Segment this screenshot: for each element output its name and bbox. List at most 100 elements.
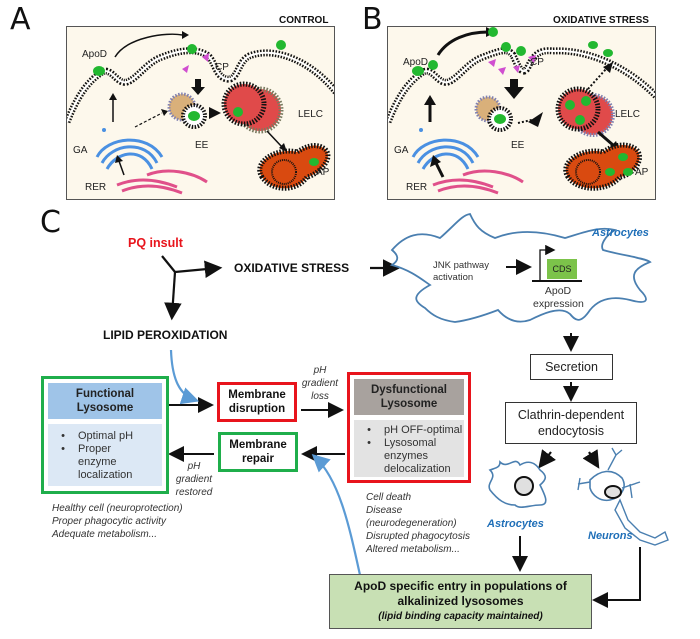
panel-a-cell-diagram: ApoD CP GA EE LELC AP RER — [66, 26, 335, 200]
repair-line1: Membrane — [229, 439, 287, 451]
outcome-item: Disease — [366, 505, 403, 516]
arrow-to-lipid-peroxidation — [164, 271, 182, 321]
outcome-item: Proper phagocytic activity — [52, 516, 166, 527]
label-ee: EE — [195, 140, 209, 151]
outcome-item: Cell death — [366, 492, 412, 503]
apod-expression-label: ApoD expression — [533, 285, 584, 311]
curved-arrow — [436, 30, 489, 56]
golgi-apparatus — [95, 138, 164, 158]
clathrin-icon — [202, 53, 209, 62]
cds-box: CDS — [547, 259, 577, 279]
rough-er — [432, 178, 494, 189]
ph-restored-line: restored — [175, 487, 213, 498]
ph-gradient-restored-label: pH gradient restored — [172, 460, 216, 499]
label-ee: EE — [511, 140, 525, 151]
apod-line2: expression — [533, 298, 584, 310]
arrow-neurons-to-entry — [592, 547, 641, 608]
clathrin-icon — [488, 59, 496, 67]
dysfunctional-lysosome-box: Dysfunctional Lysosome •pH OFF-optimal •… — [347, 372, 471, 483]
panel-b-illustration — [388, 27, 655, 195]
bullet-item: enzyme — [78, 456, 117, 468]
label-ga: GA — [394, 145, 409, 156]
repair-line2: repair — [242, 453, 274, 465]
astrocytes-label: Astrocytes — [487, 518, 544, 530]
outcome-item: Adequate metabolism... — [52, 529, 158, 540]
dysfunctional-title-line2: Lysosome — [380, 398, 438, 410]
panel-a-title: CONTROL — [279, 15, 329, 26]
dysfunctional-lysosome-title: Dysfunctional Lysosome — [354, 379, 464, 415]
label-rer: RER — [406, 182, 428, 193]
outcome-item: Healthy cell (neuroprotection) — [52, 503, 183, 514]
disruption-line1: Membrane — [228, 389, 286, 401]
label-apod: ApoD — [403, 57, 429, 68]
label-apod: ApoD — [82, 49, 108, 60]
apod-protein-icon — [187, 44, 197, 54]
astrocyte-icon — [488, 460, 547, 508]
apod-line1: ApoD — [544, 285, 572, 297]
functional-outcomes: Healthy cell (neuroprotection) Proper ph… — [52, 502, 183, 541]
outcome-item: Altered metabolism... — [366, 544, 460, 555]
jnk-activation-label: JNK pathway activation — [433, 260, 489, 284]
apod-protein-icon — [93, 66, 105, 76]
endocytosis-line1: Clathrin-dependent — [517, 408, 625, 422]
autophagosome — [257, 143, 331, 191]
bullet-item: pH OFF-optimal — [384, 424, 463, 436]
lipid-peroxidation-label: LIPID PEROXIDATION — [103, 328, 228, 342]
curved-arrow — [114, 33, 183, 58]
panel-a-illustration — [67, 31, 334, 195]
apod-protein-icon — [412, 66, 424, 76]
bullet-item: Lysosomal — [384, 437, 437, 449]
outcome-item: Disrupted phagocytosis — [366, 531, 470, 542]
label-lelc: LELC — [615, 109, 641, 120]
panel-b-cell-diagram: ApoD CP GA EE LELC AP RER — [387, 26, 656, 200]
neurons-label: Neurons — [588, 530, 633, 542]
panel-b-title: OXIDATIVE STRESS — [553, 15, 649, 26]
apod-protein-icon — [276, 40, 286, 50]
apod-entry-line3: (lipid binding capacity maintained) — [378, 611, 543, 622]
label-ap: AP — [635, 167, 649, 178]
neuron-icon — [589, 470, 625, 502]
apod-protein-icon — [428, 60, 438, 70]
clathrin-icon — [182, 65, 189, 73]
panel-a-letter: A — [10, 2, 31, 37]
panel-c-letter: C — [40, 205, 61, 240]
label-cp: CP — [215, 62, 229, 73]
arrow-to-neurons — [582, 449, 600, 469]
jnk-line2: activation — [433, 272, 474, 283]
ph-loss-line: loss — [311, 391, 329, 402]
label-rer: RER — [85, 182, 107, 193]
bullet-item: enzymes — [384, 450, 429, 462]
functional-title-line1: Functional — [75, 388, 135, 400]
label-ap: AP — [316, 167, 330, 178]
functional-title-line2: Lysosome — [76, 402, 134, 414]
apod-entry-line1: ApoD specific entry in populations of — [354, 579, 567, 593]
golgi-apparatus — [411, 138, 480, 158]
astrocytes-cell-label: Astrocytes — [592, 227, 649, 239]
blue-arrow-lipid-to-disruption — [169, 349, 200, 405]
label-lelc: LELC — [298, 109, 324, 120]
functional-lysosome-title: Functional Lysosome — [48, 383, 162, 419]
membrane-disruption-box: Membrane disruption — [217, 382, 297, 422]
apod-entry-box: ApoD specific entry in populations of al… — [329, 574, 592, 629]
membrane-repair-box: Membrane repair — [218, 432, 298, 472]
arrow-to-astrocytes — [538, 449, 557, 469]
dysfunctional-lysosome-bullets: •pH OFF-optimal •Lysosomal enzymes deloc… — [354, 420, 464, 477]
endocytosis-box: Clathrin-dependent endocytosis — [505, 402, 637, 444]
secretion-box: Secretion — [530, 354, 613, 380]
functional-lysosome-box: Functional Lysosome •Optimal pH •Proper … — [41, 376, 169, 494]
endocytosis-line2: endocytosis — [537, 424, 604, 438]
outcome-item: (neurodegeneration) — [366, 518, 457, 529]
ph-restored-line: pH — [187, 461, 201, 472]
jnk-line1: JNK pathway — [433, 260, 489, 271]
apod-entry-line2: alkalinized lysosomes — [397, 594, 524, 608]
panel-b-letter: B — [362, 2, 383, 37]
disruption-line2: disruption — [228, 403, 286, 415]
pq-arrow-stem — [161, 255, 176, 273]
ph-restored-line: gradient — [175, 474, 213, 485]
label-cp: CP — [530, 57, 544, 68]
ph-loss-line: gradient — [301, 378, 339, 389]
dysfunctional-outcomes: Cell death Disease (neurodegeneration) D… — [366, 491, 470, 556]
pq-insult-label: PQ insult — [128, 236, 183, 250]
arrow-to-oxidative-stress — [174, 260, 223, 278]
bullet-item: delocalization — [384, 463, 451, 475]
